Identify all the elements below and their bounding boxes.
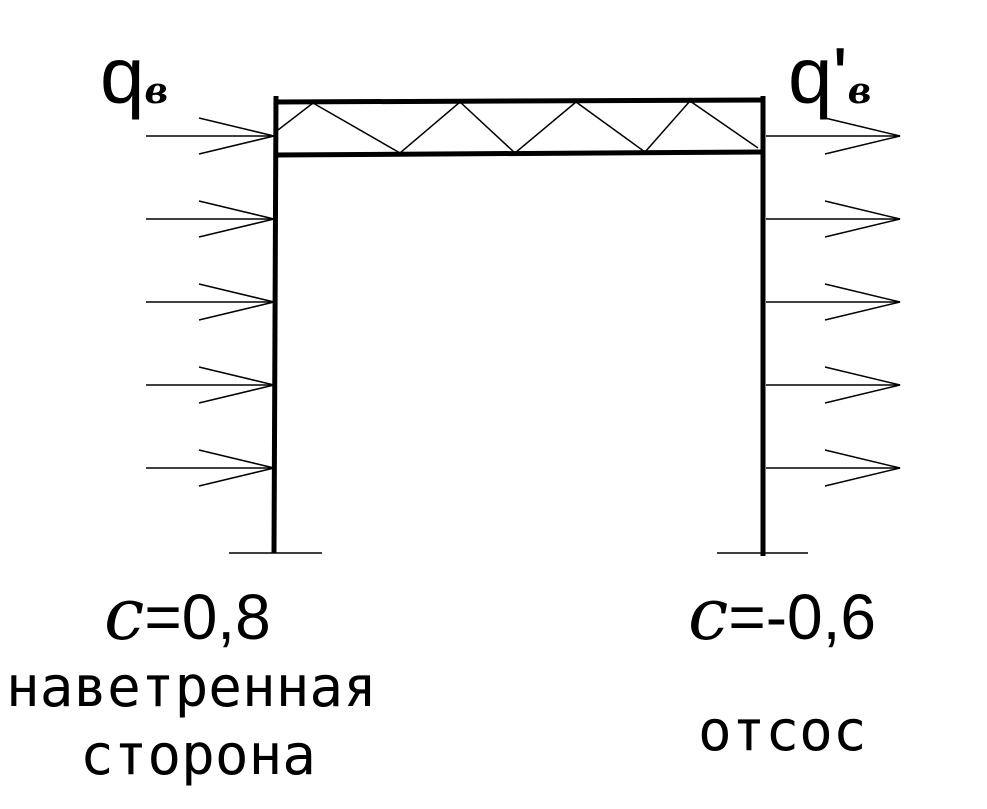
- truss-top-chord: [274, 97, 764, 105]
- windward-load-arrow: [146, 283, 275, 321]
- leeward-suction-arrow: [766, 366, 901, 404]
- leeward-suction-arrow: [766, 200, 901, 238]
- c-leeward-symbol: c: [688, 572, 729, 656]
- c-windward-value: =0,8: [144, 581, 271, 653]
- windward-load-arrows: [146, 117, 275, 487]
- c-windward-symbol: c: [104, 572, 145, 656]
- c-windward-coefficient: c=0,8: [104, 578, 271, 650]
- q-windward-symbol: q: [100, 31, 145, 120]
- c-leeward-value: =-0,6: [728, 581, 876, 653]
- leeward-suction-arrow: [766, 283, 901, 321]
- leeward-suction-arrows: [766, 117, 901, 487]
- truss-web-lattice: [277, 100, 759, 154]
- windward-side-caption-line2: сторона: [80, 723, 317, 788]
- windward-load-arrow: [146, 366, 275, 404]
- suction-caption: отсос: [698, 699, 867, 764]
- windward-load-arrow: [146, 117, 275, 155]
- q-leeward-label: q'в: [788, 36, 871, 116]
- q-windward-label: qв: [100, 36, 168, 116]
- leeward-suction-arrow: [766, 449, 901, 487]
- windward-side-caption-line1: наветренная: [6, 655, 377, 720]
- leeward-suction-arrow: [766, 117, 901, 155]
- q-leeward-symbol: q': [788, 31, 848, 120]
- windward-load-arrow: [146, 200, 275, 238]
- q-leeward-subscript: в: [847, 70, 872, 112]
- windward-load-arrow: [146, 449, 275, 487]
- c-leeward-coefficient: c=-0,6: [688, 578, 876, 650]
- left-column: [271, 95, 279, 554]
- truss-bottom-chord: [274, 149, 764, 158]
- q-windward-subscript: в: [144, 70, 169, 112]
